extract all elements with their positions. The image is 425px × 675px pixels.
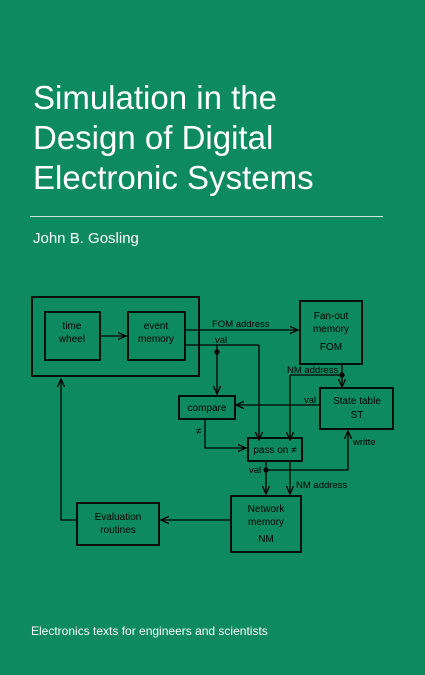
nm-address-bottom-label: NM address [296,480,347,491]
network-memory-line3: NM [258,534,274,545]
event-memory-box [127,311,186,361]
network-memory-box [230,495,302,553]
pass-on-box [247,437,303,462]
state-table-box [319,387,394,430]
state-table-line2: ST [351,410,364,421]
network-memory-line2: memory [248,517,284,528]
scheduler-block [31,296,200,377]
title-line-3: Electronic Systems [33,159,314,196]
fom-line2: memory [313,324,349,335]
book-title: Simulation in the Design of Digital Elec… [33,78,403,198]
time-wheel-line1: time [63,321,82,332]
network-memory-line1: Network [248,504,286,515]
val-st-label: val [304,395,316,406]
fom-line1: Fan-out [314,311,349,322]
event-memory-line1: event [144,321,169,332]
write-label: writte [352,437,376,448]
title-divider [30,216,383,217]
title-line-2: Design of Digital [33,119,274,156]
evaluation-line2: routines [100,525,136,536]
fom-box [299,300,363,365]
compare-label: compare [188,403,227,414]
evaluation-line1: Evaluation [95,512,142,523]
compare-box [178,395,236,420]
evaluation-routines-box [76,502,160,546]
val-bottom-label: val [249,465,261,476]
event-memory-line2: memory [138,334,174,345]
pass-on-label: pass on ≠ [253,445,297,456]
state-table-line1: State table [333,396,381,407]
time-wheel-line2: wheel [58,334,85,345]
title-line-1: Simulation in the [33,79,277,116]
fom-address-label: FOM address [212,319,270,330]
simulator-block-diagram: time wheel event memory Fan-out memory F… [31,296,394,553]
not-equal-label: ≠ [196,426,201,437]
author-name: John B. Gosling [33,230,139,247]
fom-line3: FOM [320,342,342,353]
nm-address-top-label: NM address [287,365,338,376]
val-top-label: val [215,335,227,346]
series-name: Electronics texts for engineers and scie… [31,624,268,638]
